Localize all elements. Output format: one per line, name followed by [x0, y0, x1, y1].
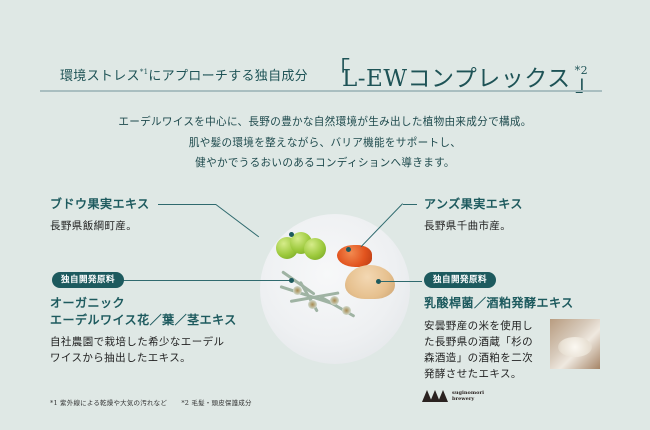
ingredient-title: オーガニック — [50, 296, 126, 310]
footnote: *1 紫外線による乾燥や大気の汚れなど — [50, 399, 168, 407]
title-prefix: 環境ストレス*1にアプローチする独自成分 — [60, 68, 308, 84]
ingredient-apricot: アンズ果実エキス 長野県千曲市産。 — [424, 196, 523, 234]
ingredient-title: 乳酸桿菌／酒粕発酵エキス — [424, 296, 574, 310]
ingredient-desc: 安曇野産の米を使用し — [424, 320, 533, 332]
ingredient-desc: 森酒造」の酒粕を二次 — [424, 352, 533, 364]
intro-line: 肌や髪の環境を整えながら、バリア機能をサポートし、 — [188, 136, 462, 149]
connector-sake — [380, 281, 422, 282]
brewery-logo-text: suginomori brewery — [452, 390, 484, 402]
intro-line: エーデルワイスを中心に、長野の豊かな自然環境が生み出した植物由来成分で構成。 — [118, 116, 532, 128]
title-divider — [40, 90, 602, 92]
mountain-icon — [430, 390, 440, 402]
connector-dot — [289, 232, 294, 237]
ingredient-edelweiss: オーガニック エーデルワイス花／葉／茎エキス 自社農園で栽培した希少なエーデル … — [50, 295, 237, 366]
footnote: *2 毛髪・頭皮保護成分 — [181, 399, 252, 407]
connector-edelweiss — [120, 280, 292, 281]
original-ingredient-badge: 独自開発原料 — [424, 272, 497, 288]
connector-dot — [346, 247, 351, 252]
product-name: L-EWコンプレックス*2 — [342, 64, 589, 92]
ingredient-title: ブドウ果実エキス — [50, 197, 150, 211]
intro-line: 健やかでうるおいのあるコンディションへ導きます。 — [195, 157, 455, 169]
connector-grape — [158, 204, 216, 205]
ingredient-desc: 長野県千曲市産。 — [424, 220, 512, 232]
connector-dot — [376, 279, 381, 284]
ingredient-desc: 長野県飯綱町産。 — [50, 220, 138, 232]
ingredient-grape: ブドウ果実エキス 長野県飯綱町産。 — [50, 196, 150, 234]
connector-grape — [215, 204, 260, 238]
ingredient-sake-lees: 乳酸桿菌／酒粕発酵エキス 安曇野産の米を使用し た長野県の酒蔵「杉の 森酒造」の… — [424, 295, 574, 382]
ingredient-title: アンズ果実エキス — [424, 197, 523, 211]
connector-dot — [289, 278, 294, 283]
mountain-icon — [438, 390, 448, 402]
ingredient-desc: 自社農園で栽培した希少なエーデル — [50, 336, 225, 348]
intro-text: エーデルワイスを中心に、長野の豊かな自然環境が生み出した植物由来成分で構成。 肌… — [0, 112, 650, 174]
bracket-close: 」 — [575, 72, 598, 97]
footnotes: *1 紫外線による乾燥や大気の汚れなど *2 毛髪・頭皮保護成分 — [50, 397, 252, 407]
ingredient-desc: た長野県の酒蔵「杉の — [424, 336, 533, 348]
sake-lees-icon — [345, 265, 395, 299]
bracket-open: 「 — [328, 58, 351, 83]
ingredient-desc: ワイスから抽出したエキス。 — [50, 352, 192, 364]
ingredient-desc: 発酵させたエキス。 — [424, 368, 522, 380]
apricot-icon — [337, 245, 372, 267]
original-ingredient-badge: 独自開発原料 — [52, 272, 125, 288]
mountain-icon — [422, 390, 432, 402]
connector-apricot — [403, 204, 417, 205]
rice-photo — [550, 319, 600, 369]
ingredient-title: エーデルワイス花／葉／茎エキス — [50, 313, 237, 327]
